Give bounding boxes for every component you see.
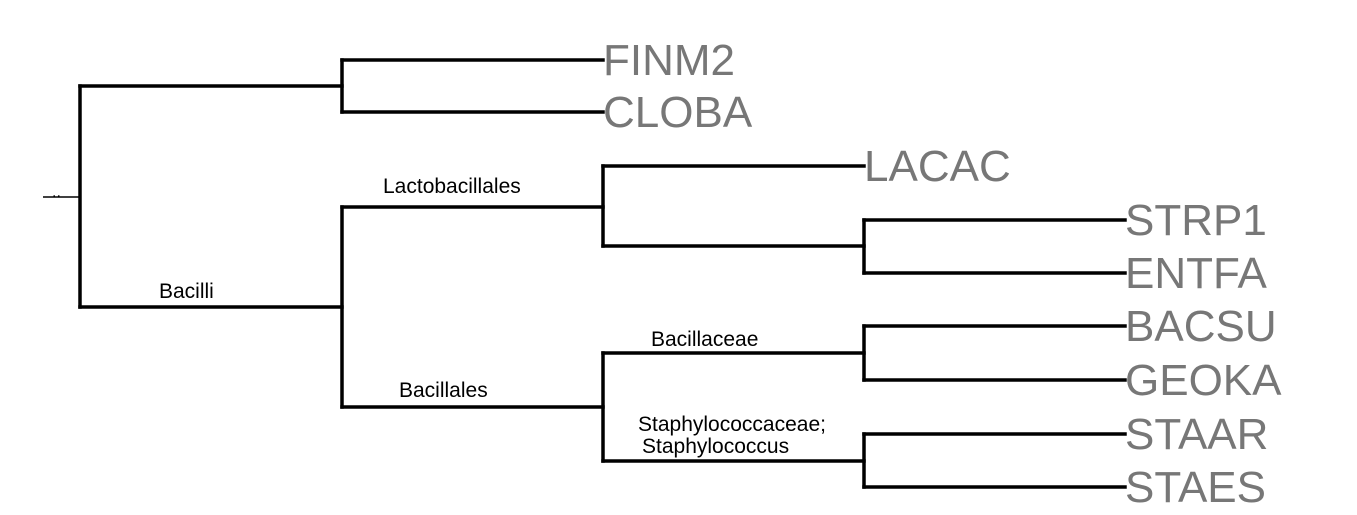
leaf-label-staar: STAAR — [1125, 410, 1268, 459]
leaf-label-entfa: ENTFA — [1125, 249, 1267, 298]
leaf-label-staes: STAES — [1125, 463, 1266, 512]
clade-label-bacillales: Bacillales — [399, 379, 488, 402]
leaf-label-bacsu: BACSU — [1125, 302, 1277, 351]
clade-label-bacilli: Bacilli — [159, 280, 214, 303]
clade-label-staphylococcus: Staphylococcus — [642, 435, 789, 458]
leaf-label-finm2: FINM2 — [603, 36, 735, 85]
root-marker: .. — [52, 184, 61, 201]
clade-label-bacillaceae: Bacillaceae — [651, 328, 758, 351]
clade-label-staphylococcaceae: Staphylococcaceae; — [638, 413, 826, 436]
leaf-label-geoka: GEOKA — [1125, 356, 1282, 405]
leaf-label-lacac: LACAC — [864, 142, 1011, 191]
leaf-label-strp1: STRP1 — [1125, 196, 1267, 245]
leaf-label-cloba: CLOBA — [603, 88, 753, 137]
clade-label-lactobacillales: Lactobacillales — [383, 175, 521, 198]
